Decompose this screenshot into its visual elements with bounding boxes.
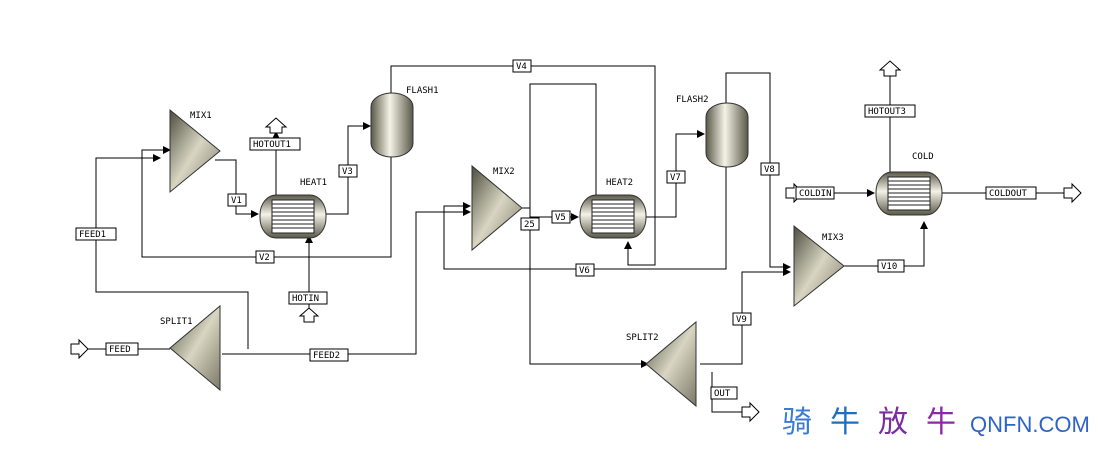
- v5-tag[interactable]: V5: [551, 210, 571, 224]
- port-arrows: [70, 60, 1082, 423]
- coldout-tag[interactable]: COLDOUT: [985, 186, 1037, 200]
- v9-tag[interactable]: V9: [732, 312, 752, 326]
- hotout1-port-icon: [264, 117, 288, 134]
- cold-block[interactable]: COLD: [875, 152, 943, 216]
- out-tag-text: OUT: [714, 389, 731, 399]
- stream-v1-line[interactable]: [215, 159, 259, 218]
- coldin-tag-text: COLDIN: [799, 189, 832, 199]
- stream-heat2-loop-line[interactable]: [529, 83, 597, 212]
- feed-tag-text: FEED: [109, 345, 131, 355]
- watermark-char-2: 牛: [830, 405, 860, 440]
- splitter-icon: [169, 304, 221, 392]
- flash2-block[interactable]: FLASH2: [676, 95, 749, 168]
- feed-tag[interactable]: FEED: [105, 342, 139, 356]
- feed2-tag-text: FEED2: [313, 351, 340, 361]
- s25-tag[interactable]: 25: [520, 217, 540, 231]
- feed-port-icon: [70, 338, 89, 360]
- watermark-char-3: 放: [878, 405, 908, 440]
- stream-out-line[interactable]: [711, 372, 742, 413]
- watermark-site: QNFN.COM: [970, 412, 1090, 437]
- stream-v8-line[interactable]: [725, 72, 791, 271]
- v1-tag[interactable]: V1: [227, 193, 247, 207]
- hotin-tag[interactable]: HOTIN: [288, 291, 328, 305]
- hotout3-tag[interactable]: HOTOUT3: [864, 104, 916, 118]
- stream-v4-line[interactable]: [390, 65, 656, 266]
- heat2-label: HEAT2: [606, 178, 633, 188]
- flash1-block[interactable]: FLASH1: [370, 86, 439, 158]
- mix2-label: MIX2: [493, 167, 515, 177]
- flash1-label: FLASH1: [406, 86, 439, 96]
- coldin-tag[interactable]: COLDIN: [795, 186, 835, 200]
- stream-feed2-line[interactable]: [222, 208, 471, 355]
- stream-v6-line[interactable]: [443, 166, 727, 270]
- split1-block[interactable]: SPLIT1: [160, 304, 221, 392]
- v8-tag[interactable]: V8: [760, 162, 780, 176]
- v1-tag-text: V1: [231, 196, 242, 206]
- cold-label: COLD: [912, 152, 934, 162]
- stream-feed1-line[interactable]: [95, 154, 249, 349]
- heat1-block[interactable]: HEAT1: [259, 178, 327, 239]
- mix3-label: MIX3: [822, 233, 844, 243]
- heat2-block[interactable]: HEAT2: [579, 178, 647, 239]
- stream-lines: [88, 65, 1064, 413]
- hotin-tag-text: HOTIN: [292, 294, 319, 304]
- v3-tag[interactable]: V3: [338, 164, 358, 178]
- stream-25-line[interactable]: [529, 217, 649, 368]
- watermark-char-1: 骑: [782, 405, 812, 440]
- tube-lines: [592, 203, 634, 229]
- split2-label: SPLIT2: [626, 333, 659, 343]
- coldout-tag-text: COLDOUT: [989, 189, 1028, 199]
- out-port-icon: [741, 401, 760, 423]
- flash-drum-icon: [705, 102, 749, 168]
- v8-tag-text: V8: [764, 165, 775, 175]
- v3-tag-text: V3: [342, 167, 353, 177]
- flash-drum-icon: [370, 92, 414, 158]
- v4-tag-text: V4: [516, 62, 527, 72]
- stream-labels: FEED FEED1 FEED2 V1 V2 V3 V4 V5 25 V6 V7…: [75, 59, 1037, 400]
- hotout1-tag[interactable]: HOTOUT1: [249, 137, 301, 151]
- feed1-tag[interactable]: FEED1: [75, 227, 117, 241]
- watermark: 骑 牛 放 牛 QNFN.COM: [782, 405, 1090, 440]
- v9-tag-text: V9: [736, 315, 747, 325]
- stream-v10-line[interactable]: [844, 221, 928, 267]
- v2-tag[interactable]: V2: [255, 250, 275, 264]
- watermark-char-4: 牛: [926, 405, 956, 440]
- split2-block[interactable]: SPLIT2: [626, 320, 697, 408]
- heat1-label: HEAT1: [300, 178, 327, 188]
- mix2-block[interactable]: MIX2: [471, 164, 523, 252]
- feed1-tag-text: FEED1: [79, 230, 106, 240]
- mix1-block[interactable]: MIX1: [169, 108, 221, 194]
- out-tag[interactable]: OUT: [710, 386, 738, 400]
- v10-tag[interactable]: V10: [877, 259, 905, 273]
- mixer-icon: [169, 108, 221, 194]
- v2-tag-text: V2: [259, 253, 270, 263]
- tube-lines: [272, 203, 314, 229]
- v7-tag-text: V7: [670, 173, 681, 183]
- mixer-icon: [793, 224, 845, 308]
- tube-lines: [888, 180, 930, 206]
- v4-tag[interactable]: V4: [512, 59, 532, 73]
- splitter-icon: [645, 320, 697, 408]
- mixer-icon: [471, 164, 523, 252]
- v6-tag-text: V6: [579, 266, 590, 276]
- mix3-block[interactable]: MIX3: [793, 224, 845, 308]
- v6-tag[interactable]: V6: [575, 263, 595, 277]
- split1-label: SPLIT1: [160, 317, 193, 327]
- coldout-port-icon: [1063, 182, 1082, 204]
- v10-tag-text: V10: [881, 262, 897, 272]
- hotin-port-icon: [298, 307, 320, 323]
- feed2-tag[interactable]: FEED2: [309, 348, 349, 362]
- flash2-label: FLASH2: [676, 95, 709, 105]
- v7-tag[interactable]: V7: [666, 170, 686, 184]
- mix1-label: MIX1: [190, 111, 212, 121]
- s25-tag-text: 25: [524, 220, 535, 230]
- hotout1-tag-text: HOTOUT1: [253, 140, 291, 150]
- v5-tag-text: V5: [555, 213, 566, 223]
- hotout3-port-icon: [878, 60, 902, 77]
- stream-v2-line[interactable]: [141, 146, 392, 258]
- hotout3-tag-text: HOTOUT3: [868, 107, 906, 117]
